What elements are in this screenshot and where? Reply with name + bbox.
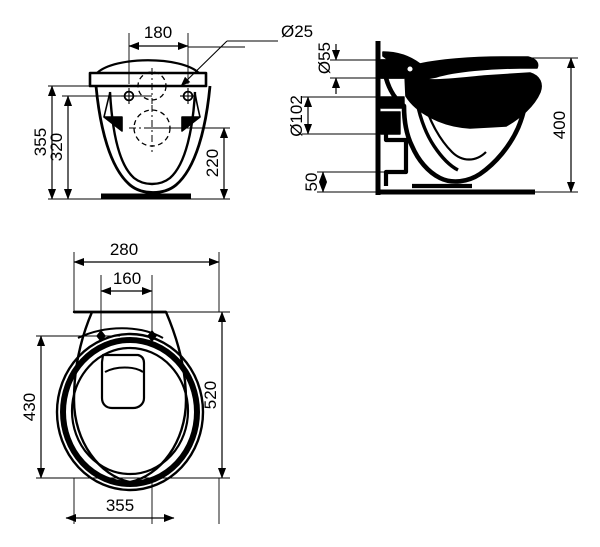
- rear-crown-curve: [96, 59, 200, 74]
- plan-fixing-marker-left: [96, 330, 106, 342]
- side-rear-cavity: [383, 120, 409, 186]
- side-elevation-view: [302, 41, 578, 195]
- leader-diameter-25: [180, 40, 278, 87]
- plan-seat-ring-outer: [55, 332, 205, 492]
- rear-fold-left: [103, 91, 111, 118]
- rear-flush-inlet: [134, 68, 170, 104]
- side-bowl-inner-wall: [422, 101, 487, 161]
- rear-top-block: [88, 71, 208, 88]
- label-355: 355: [31, 128, 50, 156]
- label-220: 220: [203, 149, 222, 177]
- rear-body-inner: [108, 91, 197, 186]
- side-flush-inlet-spigot: [380, 59, 408, 79]
- plan-seat-ring-inner: [70, 346, 190, 476]
- label-280: 280: [110, 240, 138, 259]
- plan-rim-inlet-arc: [104, 366, 144, 373]
- side-bowl-rim: [404, 72, 542, 129]
- rear-body-outline: [94, 85, 212, 194]
- plan-fixing-marker-right: [147, 330, 157, 342]
- rear-gusset-left: [103, 116, 123, 132]
- label-430: 430: [20, 393, 39, 421]
- side-fixing-shelf-upper: [380, 96, 405, 109]
- label-520: 520: [201, 381, 220, 409]
- label-50: 50: [302, 173, 321, 192]
- label-diameter-25: Ø25: [281, 22, 313, 41]
- rear-fold-right: [194, 91, 201, 118]
- side-trap-curve: [412, 81, 459, 172]
- rear-fixing-hole-right: [180, 88, 196, 104]
- rear-elevation-view: [47, 33, 278, 200]
- side-fixing-shelf-lower: [380, 111, 401, 135]
- plan-view: [36, 252, 230, 524]
- label-355-plan: 355: [106, 496, 134, 515]
- label-diameter-55: Ø55: [315, 42, 334, 74]
- rear-soil-outlet: [129, 105, 175, 152]
- label-diameter-102: Ø102: [287, 95, 306, 137]
- label-400: 400: [550, 111, 569, 139]
- label-180: 180: [144, 23, 172, 42]
- label-160: 160: [113, 269, 141, 288]
- rear-gusset-right: [181, 116, 201, 132]
- rear-fixing-hole-left: [121, 88, 137, 104]
- plan-rim-inlet-tongue: [100, 353, 146, 410]
- label-320: 320: [47, 133, 66, 161]
- plan-shoulder-arc: [77, 327, 164, 339]
- side-inlet-bore: [406, 65, 414, 73]
- dimension-labels: 180 Ø25 355 320 220 Ø55 Ø102 50 400 280 …: [20, 22, 569, 515]
- plan-seat-ring-band: [60, 337, 200, 487]
